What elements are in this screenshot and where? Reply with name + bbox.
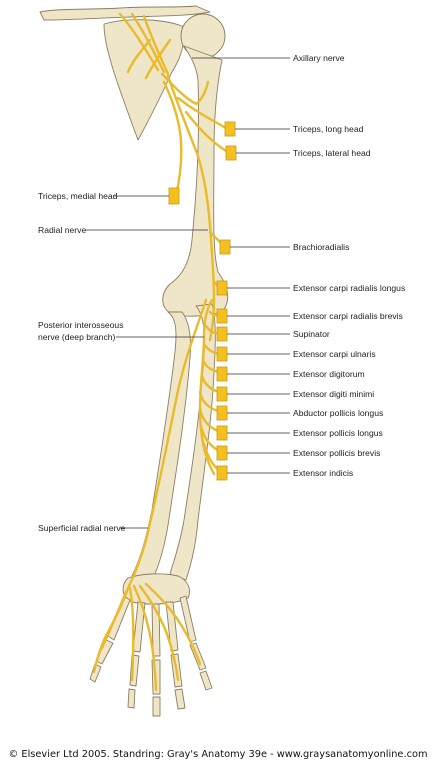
metacarpal-1 — [107, 595, 131, 641]
marker-supinator — [216, 326, 228, 342]
clavicle — [39, 5, 211, 21]
marker-triceps-lateral — [225, 145, 237, 161]
copyright-notice: © Elsevier Ltd 2005. Standring: Gray's A… — [8, 749, 428, 760]
metacarpal-4 — [165, 601, 179, 652]
marker-ext-pollicis-brevis — [216, 445, 228, 461]
label-ecr-longus: Extensor carpi radialis longus — [293, 283, 405, 293]
label-triceps-long: Triceps, long head — [293, 124, 364, 134]
ring-phalanges — [170, 653, 186, 710]
marker-abd-pollicis-longus — [216, 405, 228, 421]
marker-ext-digiti-minimi — [216, 386, 228, 402]
marker-ecr-brevis — [216, 308, 228, 324]
label-posterior-interosseous-line1: Posterior interosseous — [38, 320, 124, 330]
metacarpal-3 — [151, 603, 161, 657]
label-triceps-lateral: Triceps, lateral head — [293, 148, 371, 158]
label-posterior-interosseous-line2: nerve (deep branch) — [38, 332, 116, 342]
muscle-markers — [168, 121, 237, 481]
label-ext-digitorum: Extensor digitorum — [293, 369, 365, 379]
index-phalanges — [127, 654, 140, 709]
label-radial-nerve: Radial nerve — [38, 225, 86, 235]
label-triceps-medial: Triceps, medial head — [38, 191, 118, 201]
label-ext-digiti-minimi: Extensor digiti minimi — [293, 389, 374, 399]
label-ext-indicis: Extensor indicis — [293, 468, 353, 478]
leader-lines — [86, 57, 290, 529]
marker-triceps-long — [224, 121, 236, 137]
marker-ext-pollicis-longus — [216, 425, 228, 441]
label-ext-pollicis-brevis: Extensor pollicis brevis — [293, 448, 380, 458]
marker-ecr-longus — [216, 280, 228, 296]
label-superficial-radial: Superficial radial nerve — [38, 523, 126, 533]
label-ecr-brevis: Extensor carpi radialis brevis — [293, 311, 403, 321]
labels: Axillary nerve Triceps, long head Tricep… — [38, 53, 405, 533]
label-supinator: Supinator — [293, 329, 330, 339]
label-ext-pollicis-longus: Extensor pollicis longus — [293, 428, 383, 438]
posterior-interosseous-nerve — [198, 298, 216, 476]
marker-ext-digitorum — [216, 366, 228, 382]
superficial-radial-nerve — [126, 298, 208, 590]
marker-ec-ulnaris — [216, 346, 228, 362]
radial-nerve-trunk — [166, 74, 216, 342]
scapula — [103, 19, 184, 141]
metacarpal-5 — [179, 595, 197, 643]
label-axillary-nerve: Axillary nerve — [293, 53, 345, 63]
nerves — [92, 12, 230, 692]
marker-brachioradialis — [219, 239, 231, 255]
label-brachioradialis: Brachioradialis — [293, 242, 349, 252]
marker-triceps-medial — [168, 187, 180, 205]
metacarpal-2 — [132, 601, 146, 653]
marker-ext-indicis — [216, 465, 228, 481]
label-abd-pollicis-longus: Abductor pollicis longus — [293, 408, 383, 418]
label-ec-ulnaris: Extensor carpi ulnaris — [293, 349, 376, 359]
